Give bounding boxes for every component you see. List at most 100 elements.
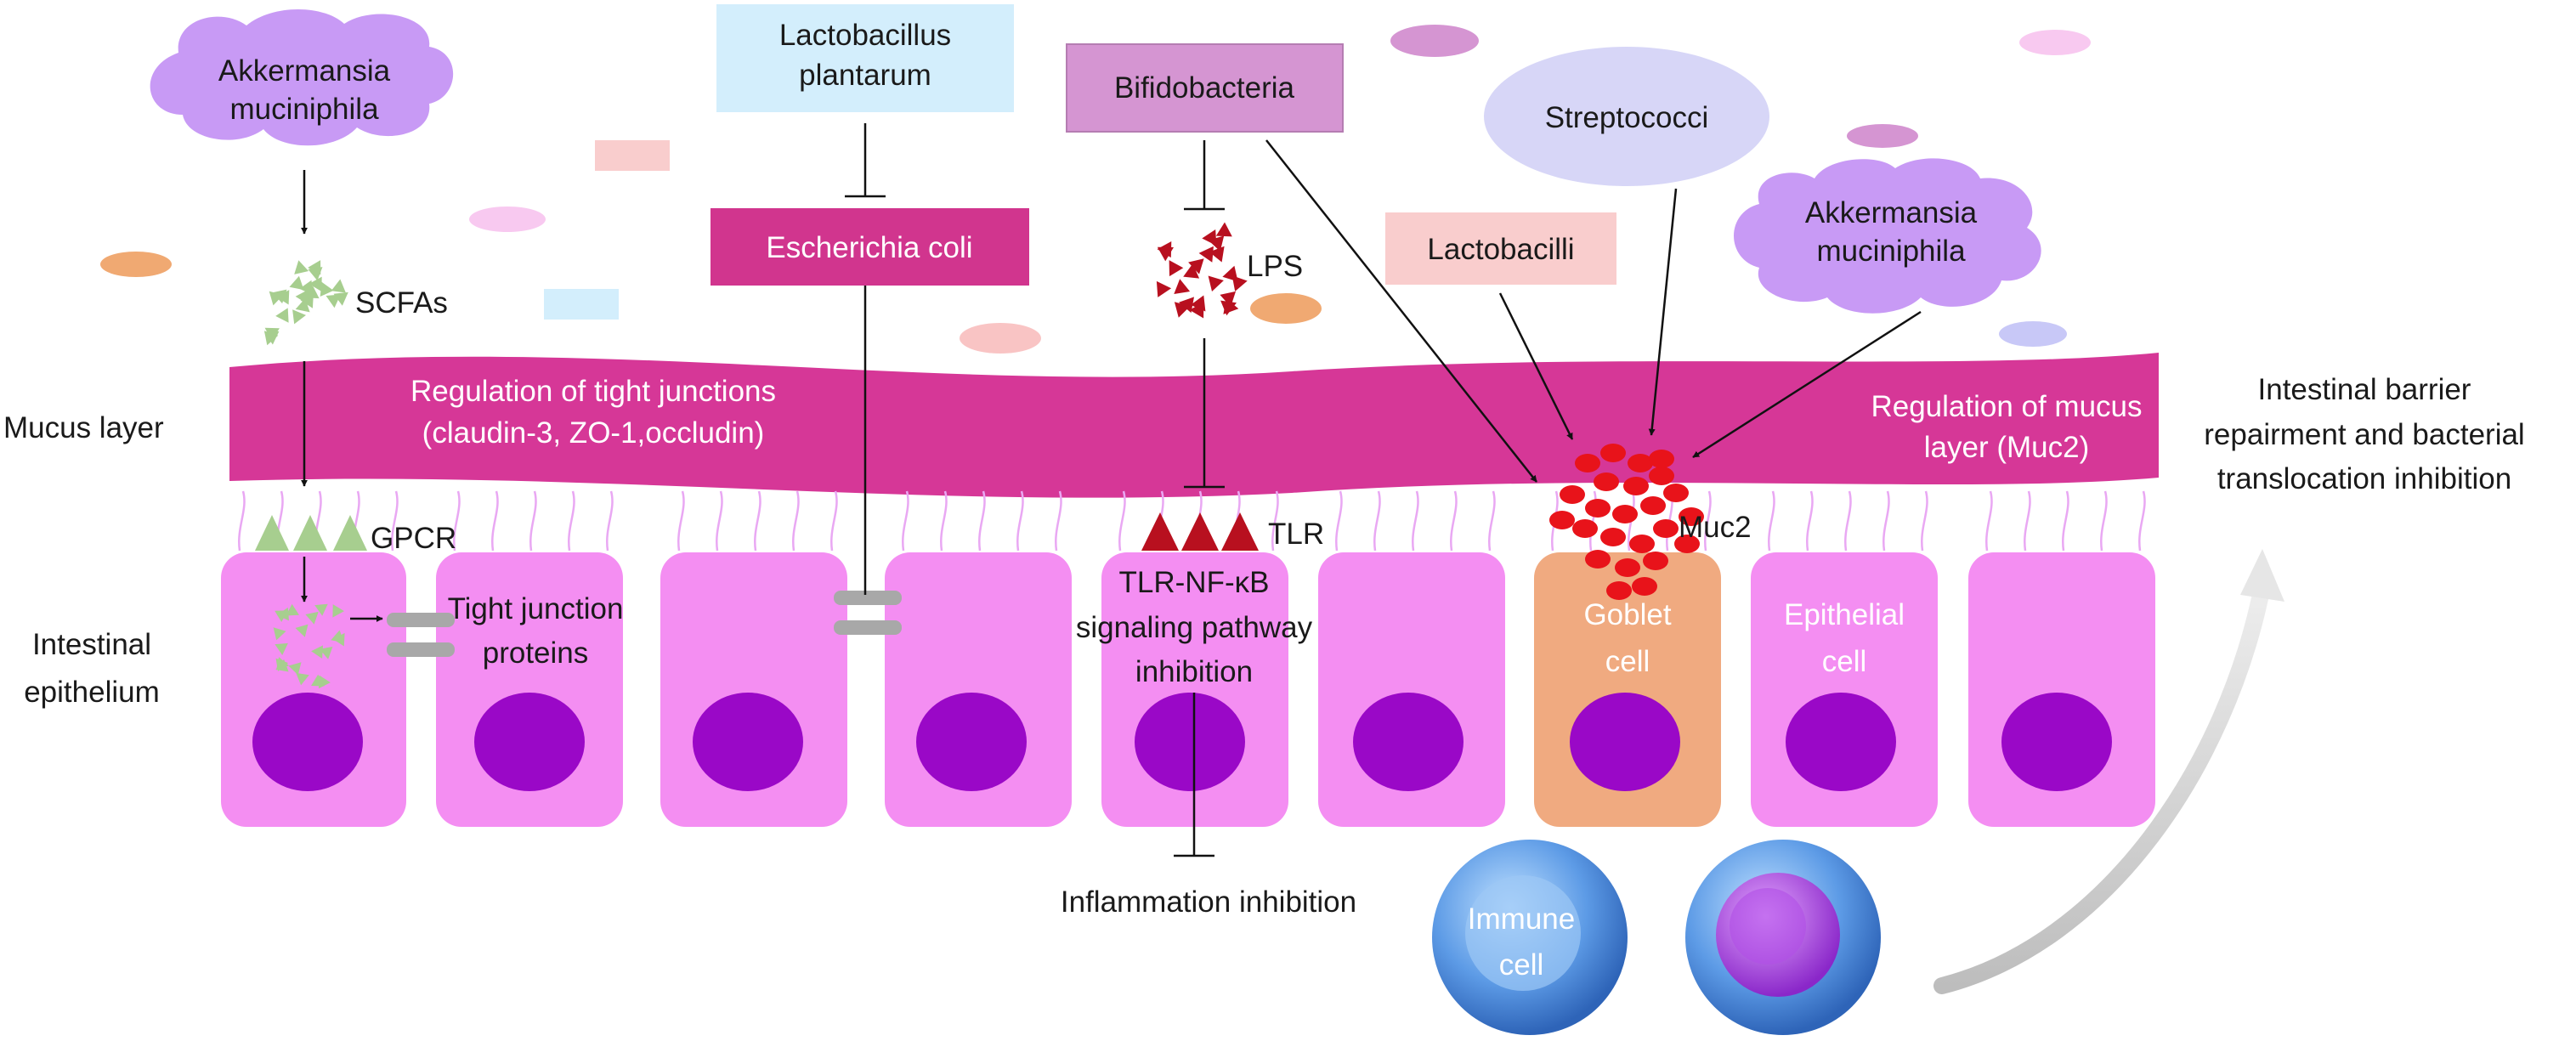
scfa-triangle (318, 675, 331, 689)
particle (960, 323, 1041, 354)
scfa-triangle (275, 308, 289, 323)
muc2-label: Muc2 (1679, 511, 1752, 544)
tlr-pathway-label-3: inhibition (1135, 655, 1253, 688)
cilium (716, 490, 723, 552)
muc2-dot (1585, 550, 1611, 569)
immune-cell-2 (1685, 840, 1881, 1035)
muc2-dot (1600, 528, 1626, 546)
lps-triangle (1169, 260, 1184, 277)
gpcr-triangle (255, 515, 289, 551)
tight-junction-bar (834, 620, 902, 635)
scfa-triangle (275, 659, 289, 672)
cilium (2138, 490, 2146, 552)
cilium (754, 490, 761, 552)
nucleus (1786, 693, 1896, 791)
mucus-layer-label: Mucus layer (3, 411, 164, 444)
akkermansia-left-cloud: Akkermansia muciniphila (150, 8, 454, 146)
scfa-triangle (309, 276, 322, 291)
scfa-triangle (332, 632, 345, 647)
muc2-dot (1606, 581, 1632, 600)
lps-triangle (1208, 275, 1224, 291)
lps-label: LPS (1247, 250, 1303, 283)
scfa-triangle (314, 603, 328, 616)
scfa-intracellular-cluster (273, 603, 345, 689)
cilium (978, 490, 986, 552)
muc2-dot (1649, 467, 1674, 485)
nucleus (474, 693, 585, 791)
streptococci-label: Streptococci (1545, 101, 1709, 134)
particle (544, 289, 619, 320)
nuclei (252, 693, 2112, 791)
cilium (902, 490, 909, 552)
muc2-dot (1585, 499, 1611, 518)
tight-junction-bar (387, 642, 455, 657)
cilium (2062, 490, 2069, 552)
cilium (1016, 490, 1024, 552)
nucleus (1135, 693, 1245, 791)
scfa-triangle (295, 289, 309, 304)
bifidobacteria-label: Bifidobacteria (1114, 71, 1295, 105)
tight-junction-bar (834, 591, 902, 605)
cilium (606, 490, 614, 552)
scfa-triangle (295, 624, 309, 637)
floating-particles (100, 25, 2091, 354)
connectors (301, 123, 1922, 857)
lactobacilli-label: Lactobacilli (1427, 233, 1574, 266)
cilium (940, 490, 948, 552)
nucleus (2001, 693, 2112, 791)
lps-triangle (1179, 297, 1194, 314)
cilium (830, 490, 838, 552)
cilium (1055, 490, 1062, 552)
epithelial-cell-label-1: Epithelial (1784, 598, 1905, 631)
cilium (2100, 490, 2108, 552)
muc2-dot (1575, 454, 1600, 472)
gpcr-receptors (255, 515, 367, 551)
muc2-dot (1594, 472, 1619, 491)
muc2-dot (1615, 558, 1640, 577)
mucus-layer-band (229, 353, 2159, 498)
barrier-repair-label-2: repairment and bacterial (2204, 418, 2524, 451)
scfa-triangle (331, 279, 346, 293)
scfas-label: SCFAs (355, 286, 448, 320)
particle (1390, 25, 1479, 57)
scfa-triangle (308, 267, 323, 281)
lps-triangle (1174, 279, 1191, 294)
gpcr-label: GPCR (371, 522, 456, 555)
mucus-regulation-label-1: Regulation of mucus (1871, 390, 2142, 423)
muc2-dot (1632, 577, 1657, 596)
akkermansia-left-label-2: muciniphila (229, 93, 379, 126)
barrier-repair-label-1: Intestinal barrier (2258, 373, 2471, 406)
particle (2019, 30, 2091, 55)
arrow-bifido-to-muc2 (1265, 139, 1537, 483)
mucus-regulation-label-2: layer (Muc2) (1924, 431, 2089, 464)
scfa-triangle (273, 627, 286, 641)
lps-cluster (1156, 222, 1248, 319)
muc2-dot (1628, 454, 1653, 472)
cilium (1882, 490, 1890, 552)
akkermansia-left-label-1: Akkermansia (218, 54, 391, 88)
tlr-triangle (1221, 512, 1259, 551)
scfa-triangle (294, 260, 309, 274)
muc2-dot (1612, 505, 1638, 523)
gpcr-triangle (293, 515, 327, 551)
akkermansia-right-cloud: Akkermansia muciniphila (1734, 158, 2041, 314)
tlr-pathway-label-1: TLR-NF-κB (1119, 566, 1270, 599)
cilium (1271, 490, 1279, 552)
muc2-dot (1640, 496, 1666, 515)
immune-cell-1: Immune cell (1432, 840, 1628, 1035)
scfa-triangle (311, 645, 323, 659)
akkermansia-right-label-2: muciniphila (1816, 235, 1966, 268)
scfa-triangle (275, 642, 288, 655)
cilium (1589, 490, 1597, 552)
muc2-dot (1674, 535, 1700, 553)
akkermansia-right-label-1: Akkermansia (1805, 196, 1978, 229)
cilium (568, 490, 575, 552)
arrow-akkermansia-right-to-muc2 (1692, 310, 1922, 459)
muc2-dot (1649, 450, 1674, 468)
muc2-dot (1560, 485, 1585, 504)
muc2-dot (1549, 511, 1575, 529)
cilium (1806, 490, 1814, 552)
lps-triangle (1222, 265, 1238, 282)
scfa-triangle (320, 281, 334, 297)
lps-triangle (1156, 280, 1172, 297)
